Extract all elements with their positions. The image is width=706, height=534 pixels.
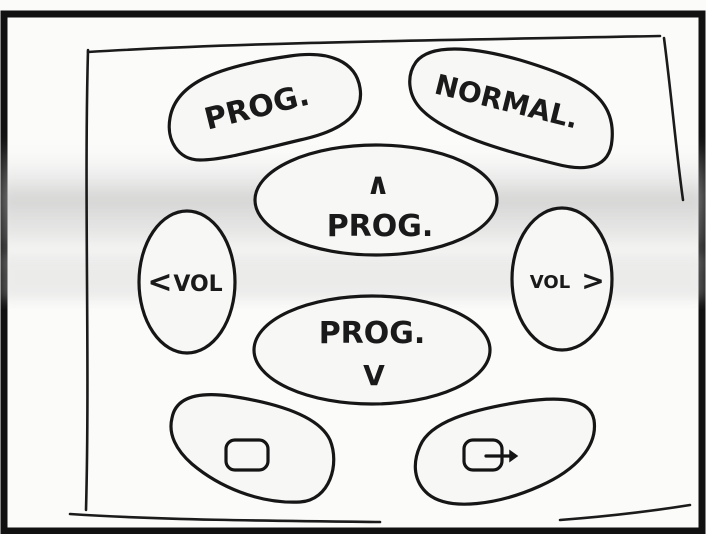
prog-up-button[interactable]: ∧ PROG. xyxy=(253,143,499,257)
vol-down-button-shape xyxy=(137,209,237,355)
vol-up-button-shape xyxy=(510,206,614,352)
screen-button-shape xyxy=(169,393,336,504)
prog-down-button[interactable]: PROG. V xyxy=(252,294,492,406)
remote-body-outline xyxy=(68,34,692,524)
vol-down-button[interactable]: < VOL xyxy=(137,209,237,355)
vol-down-arrow: < xyxy=(147,265,172,300)
prog-up-button-shape xyxy=(253,143,499,257)
prog-down-arrow: V xyxy=(363,359,385,392)
normal-button-shape xyxy=(408,47,614,170)
screen-input-button[interactable] xyxy=(413,397,597,506)
vol-up-label: VOL xyxy=(530,272,570,293)
vol-down-label: VOL xyxy=(173,272,222,297)
prog-up-arrow: ∧ xyxy=(366,167,390,202)
prog-down-label: PROG. xyxy=(319,316,426,351)
screen-button[interactable] xyxy=(169,393,336,504)
normal-button[interactable]: NORMAL. xyxy=(408,47,614,170)
prog-button[interactable]: PROG. xyxy=(167,52,363,162)
vol-up-arrow: > xyxy=(581,264,604,297)
vol-up-button[interactable]: VOL > xyxy=(510,206,614,352)
tv-input-icon xyxy=(462,438,519,472)
prog-button-shape xyxy=(167,52,363,162)
prog-up-label: PROG. xyxy=(327,209,434,244)
tv-screen-icon xyxy=(224,438,270,472)
prog-down-button-shape xyxy=(252,294,492,406)
screen-input-button-shape xyxy=(413,397,597,506)
